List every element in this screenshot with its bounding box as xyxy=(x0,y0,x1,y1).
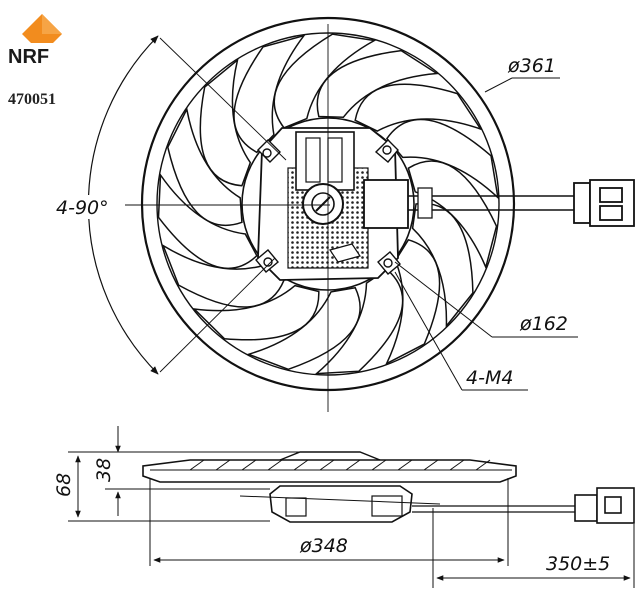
side-blade-edge xyxy=(319,459,335,471)
side-blade-edge xyxy=(423,459,439,471)
side-blade-edge xyxy=(189,459,205,471)
center-lines xyxy=(125,24,330,412)
side-dimensions xyxy=(68,426,635,588)
bolt-circle-callout xyxy=(394,261,578,338)
fan-blade xyxy=(161,243,285,308)
fan-blades xyxy=(157,33,500,375)
side-blade-edges xyxy=(189,459,491,471)
fan-blade xyxy=(199,58,252,187)
cable-plug xyxy=(573,179,635,227)
side-blade-edge xyxy=(345,459,361,471)
side-blade-edge xyxy=(293,459,309,471)
fan-side-view xyxy=(142,451,635,524)
mounting-bosses xyxy=(255,139,401,275)
overall-height-label: 68 xyxy=(53,473,75,497)
side-blade-edge xyxy=(241,459,257,471)
angle-label: 4-90° xyxy=(56,197,109,219)
cable-length-label: 350±5 xyxy=(546,553,610,575)
nrf-logo: NRF xyxy=(2,14,97,69)
fan-blade xyxy=(316,49,440,119)
logo-text: NRF xyxy=(8,46,49,68)
part-number: 470051 xyxy=(8,91,56,108)
fan-blade xyxy=(354,83,483,132)
fan-blade xyxy=(167,106,243,227)
side-blade-edge xyxy=(267,459,283,471)
bolt-circle-label: ø162 xyxy=(519,313,568,335)
thread-label: 4-M4 xyxy=(466,367,513,389)
fan-blade xyxy=(157,172,258,270)
side-blade-edge xyxy=(215,459,231,471)
outer-diameter-label: ø361 xyxy=(507,55,556,77)
side-blade-edge xyxy=(449,459,465,471)
side-blade-edge xyxy=(371,459,387,471)
fan-blade xyxy=(385,118,500,200)
fan-blade xyxy=(314,268,404,375)
ring-diameter-label: ø348 xyxy=(299,535,348,557)
upper-height-label: 38 xyxy=(93,458,115,482)
side-blade-edge xyxy=(397,459,413,471)
side-blade-edge xyxy=(475,459,491,471)
power-cable xyxy=(408,187,574,219)
shroud-profile xyxy=(142,459,517,483)
fan-blade xyxy=(192,284,320,341)
connector-block xyxy=(295,131,355,191)
fan-blade xyxy=(246,286,361,371)
fan-blade xyxy=(233,34,306,154)
outer-diameter-callout xyxy=(484,77,560,93)
thread-callout xyxy=(394,271,528,391)
control-module xyxy=(363,179,409,229)
side-plug xyxy=(574,487,635,524)
